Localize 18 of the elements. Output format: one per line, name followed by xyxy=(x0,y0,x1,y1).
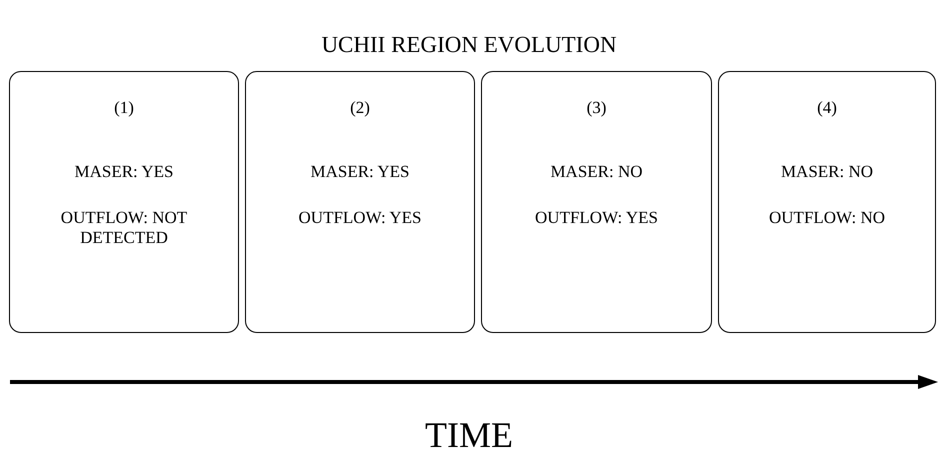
stage-property: MASER: YES xyxy=(74,162,174,181)
stage-box xyxy=(9,71,239,333)
stage-box xyxy=(245,71,475,333)
stage-box xyxy=(718,71,936,333)
stage-property: MASER: YES xyxy=(310,162,410,181)
stage-property: OUTFLOW: NO xyxy=(769,208,885,227)
axis-label: TIME xyxy=(424,414,514,452)
stage-property: MASER: NO xyxy=(780,162,874,181)
stage-number: (3) xyxy=(586,98,608,118)
diagram-title: UCHII REGION EVOLUTION xyxy=(320,32,618,58)
stage-property: OUTFLOW: NOT DETECTED xyxy=(60,208,188,247)
stage-number: (4) xyxy=(816,98,838,118)
stage-number: (1) xyxy=(113,98,135,118)
stage-property: MASER: NO xyxy=(550,162,643,181)
stage-property: OUTFLOW: YES xyxy=(298,208,422,227)
stage-box xyxy=(481,71,712,333)
stage-number: (2) xyxy=(349,98,371,118)
stage-property: OUTFLOW: YES xyxy=(535,208,658,227)
